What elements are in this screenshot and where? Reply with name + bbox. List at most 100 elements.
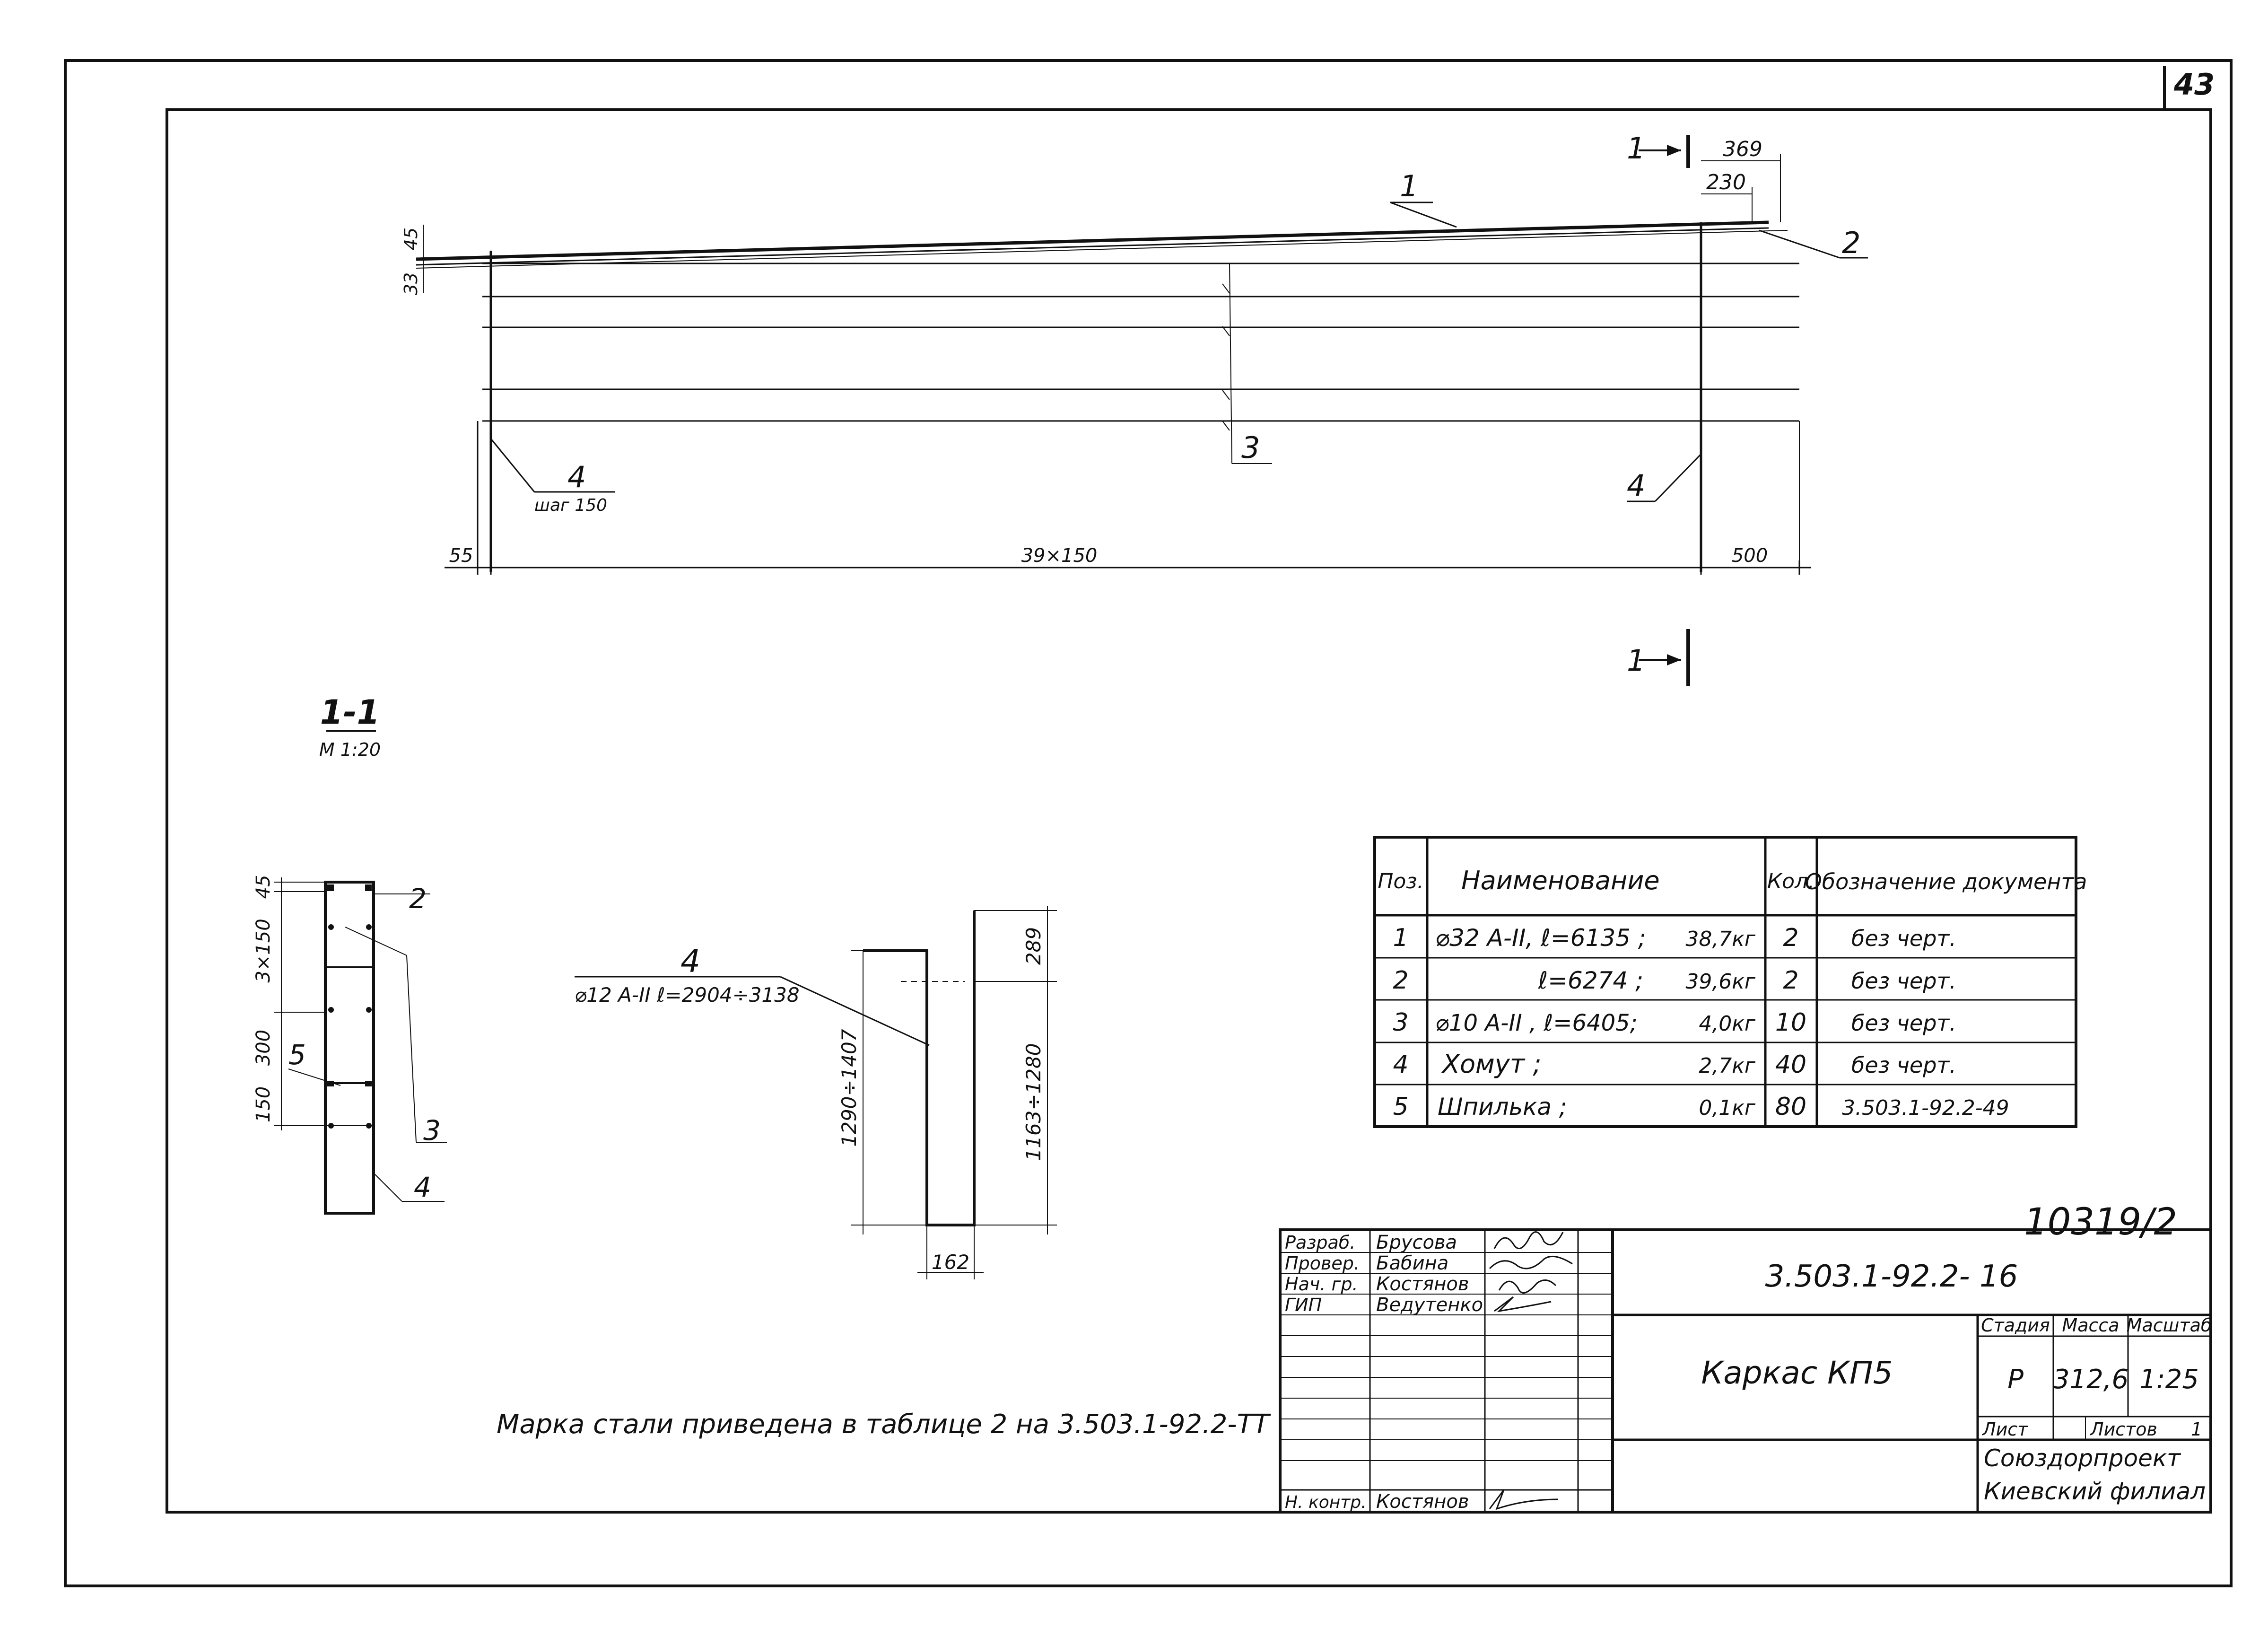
stirrup-dim-1290: 1290÷1407 [837, 1029, 861, 1147]
row2-pos: 2 [1393, 966, 1408, 995]
stirrup-shape [863, 910, 976, 1226]
scale-value: 1:25 [2139, 1364, 2199, 1395]
row3-doc: без черт. [1851, 1010, 1956, 1036]
stirrup-pos: 4 [680, 943, 700, 980]
row3-name: ⌀10 А-II , ℓ=6405; [1435, 1010, 1638, 1036]
section-bars [327, 884, 372, 1129]
name-2: Бабина [1376, 1252, 1448, 1274]
pos4-left-leader [491, 439, 535, 492]
section-pos3-leader [406, 955, 417, 1143]
org-line-1: Союздорпроект [1984, 1444, 2181, 1472]
stirrup-dim-1163: 1163÷1280 [1022, 1043, 1045, 1161]
pos-3-label: 3 [1241, 430, 1260, 465]
spec-table [1373, 836, 2077, 1128]
header-qty: Кол. [1767, 869, 1814, 893]
pos-2-label: 2 [1842, 226, 1860, 260]
signature-3 [1498, 1279, 1557, 1294]
row4-doc: без черт. [1851, 1052, 1956, 1078]
sheet-frame [64, 59, 2233, 1587]
header-name: Наименование [1461, 866, 1660, 895]
dim-230: 230 [1706, 170, 1746, 194]
section-dim-3x150: 3×150 [253, 919, 274, 982]
stage-label: Стадия [1981, 1315, 2050, 1336]
signature-2 [1489, 1255, 1573, 1269]
spec-table-frame [1373, 836, 2077, 1128]
pos-4-left-label: 4 [567, 460, 586, 494]
section-labels: 1-1 М 1:20 45 3×150 300 150 2 3 4 5 [253, 693, 441, 1203]
name-1: Брусова [1376, 1232, 1457, 1253]
section-pos-3: 3 [423, 1114, 441, 1147]
stirrup-dim-162: 162 [932, 1251, 969, 1274]
bar-pos-2 [416, 227, 1769, 266]
section-label-top: 1 [1627, 131, 1645, 166]
row5-pos: 5 [1393, 1093, 1408, 1121]
sheets-value: 1 [2191, 1419, 2202, 1440]
sheets-label: Листов [2089, 1419, 2157, 1440]
section-title: 1-1 [320, 693, 380, 732]
pos-1-label: 1 [1400, 169, 1418, 203]
role-2: Провер. [1285, 1253, 1360, 1274]
row4-mass: 2,7кг [1699, 1054, 1756, 1078]
org-line-2: Киевский филиал [1984, 1478, 2206, 1505]
role-3: Нач. гр. [1285, 1274, 1358, 1295]
pos-4-right-label: 4 [1627, 468, 1645, 503]
norm-control-role: Н. контр. [1285, 1493, 1367, 1512]
row5-name: Шпилька ; [1438, 1093, 1567, 1121]
stirrup-labels: 4 ⌀12 А-II ℓ=2904÷3138 289 1290÷1407 116… [575, 927, 1045, 1274]
row1-name: ⌀32 А-II, ℓ=6135 ; [1435, 924, 1646, 952]
elevation-labels: 1 1 1 2 3 4 4 шаг 150 369 230 45 33 55 3… [401, 131, 1860, 678]
row5-qty: 80 [1775, 1093, 1806, 1121]
section-dim-45: 45 [253, 875, 274, 899]
row4-name: Хомут ; [1441, 1049, 1542, 1079]
row3-qty: 10 [1775, 1008, 1806, 1037]
drawing-title: Каркас КП5 [1701, 1355, 1893, 1391]
section-pos-5: 5 [288, 1039, 306, 1071]
row5-mass: 0,1кг [1699, 1096, 1756, 1120]
signature-4 [1494, 1296, 1552, 1313]
row2-doc: без черт. [1851, 968, 1956, 994]
row1-qty: 2 [1783, 924, 1798, 952]
section-label-bottom: 1 [1627, 643, 1645, 678]
role-4: ГИП [1285, 1295, 1322, 1315]
pitch-note: шаг 150 [534, 496, 607, 515]
steel-grade-note: Марка стали приведена в таблице 2 на 3.5… [497, 1409, 1271, 1440]
stirrup-leader [780, 976, 930, 1046]
section-pos-2: 2 [409, 883, 427, 915]
title-block-frame [1279, 1228, 2212, 1514]
row2-name: ℓ=6274 ; [1537, 967, 1643, 994]
row1-pos: 1 [1393, 924, 1408, 952]
dim-369: 369 [1723, 137, 1762, 161]
header-pos: Поз. [1378, 869, 1423, 893]
title-block-text: Разраб. Брусова Провер. Бабина Нач. гр. … [1285, 1232, 2212, 1513]
signature-1 [1493, 1231, 1564, 1250]
norm-control-name: Костянов [1376, 1491, 1469, 1513]
row1-mass: 38,7кг [1685, 927, 1756, 951]
row4-pos: 4 [1393, 1050, 1408, 1079]
stirrup-detail [575, 906, 1057, 1279]
pos4-right-leader [1654, 453, 1702, 502]
section-dim-150: 150 [253, 1086, 274, 1122]
scale-label: Масштаб [2127, 1315, 2212, 1336]
section-pos-4: 4 [414, 1171, 431, 1203]
outer-border [64, 59, 2233, 1587]
section-dim-300: 300 [253, 1030, 274, 1066]
elevation-view [416, 135, 1868, 686]
dim-45: 45 [401, 228, 421, 250]
pos2-leader [1759, 229, 1840, 259]
name-4: Ведутенко [1376, 1294, 1483, 1316]
sheet-number: 43 [2173, 67, 2215, 102]
designation: 3.503.1-92.2- 16 [1765, 1259, 2018, 1294]
section-scale: М 1:20 [319, 739, 381, 760]
header-doc: Обозначение документа [1805, 869, 2087, 894]
mass-label: Масса [2062, 1315, 2119, 1336]
pos3-leader [1229, 263, 1232, 464]
dim-33: 33 [401, 272, 421, 295]
section-outline [324, 881, 375, 1215]
stage-value: Р [2007, 1364, 2024, 1395]
row2-mass: 39,6кг [1685, 970, 1756, 994]
signature-5 [1489, 1489, 1559, 1510]
mass-value: 312,6 [2053, 1364, 2128, 1395]
role-1: Разраб. [1285, 1232, 1355, 1253]
